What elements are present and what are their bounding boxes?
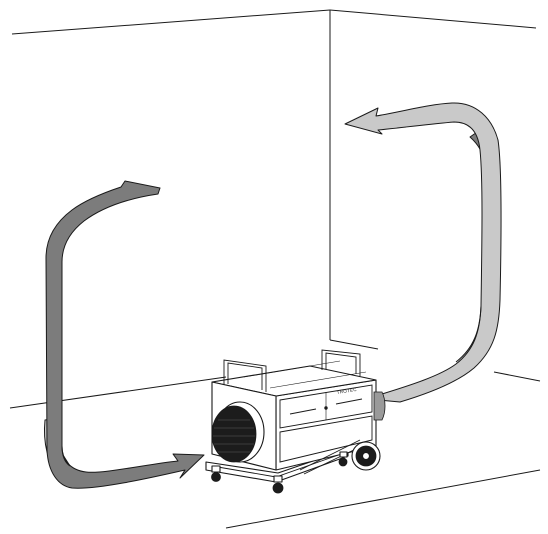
side-panel-lower (279, 415, 373, 463)
rear-exhaust-collar (373, 391, 386, 421)
room-outline (9, 9, 541, 529)
caster-wheel-icon (338, 457, 348, 467)
air-cleaner-device: TROTEC (205, 349, 386, 494)
ceiling-left-edge (11, 9, 331, 35)
rear-carry-handle-inner (325, 352, 357, 374)
front-carry-handle (223, 359, 267, 392)
caster-wheel-icon (211, 472, 221, 482)
latch-icon (324, 406, 328, 410)
outflow-airflow-arrow (344, 102, 502, 403)
curved-arrow-icon (344, 102, 502, 403)
front-caster-left (211, 465, 221, 482)
side-handle-right (335, 398, 363, 405)
side-panel-upper (279, 384, 373, 429)
front-caster-right (272, 475, 284, 494)
intake-airflow-arrow (43, 180, 205, 489)
housing-top-panel-seam (243, 360, 367, 389)
floor-right-edge (329, 339, 379, 350)
trolley-base-frame (205, 448, 349, 483)
rear-wheel (351, 441, 381, 471)
ceiling-right-edge (329, 9, 537, 29)
curved-arrow-icon (45, 180, 205, 489)
floor-left-edge (9, 376, 227, 409)
fan-grille-icon (213, 419, 255, 453)
outflow-arrow-inner-edge (455, 305, 482, 363)
trolley-push-handle (299, 439, 363, 475)
side-handle-left (289, 408, 317, 415)
floor-right-edge-far (493, 371, 541, 382)
rear-caster (338, 451, 348, 467)
front-carry-handle-inner (227, 362, 263, 390)
caster-wheel-icon (272, 482, 284, 494)
rear-carry-handle (321, 349, 361, 376)
intake-arrow-fold-line (61, 445, 71, 467)
fan-icon (211, 405, 257, 463)
floor-front-edge (225, 469, 541, 529)
brand-label: TROTEC (336, 387, 357, 395)
